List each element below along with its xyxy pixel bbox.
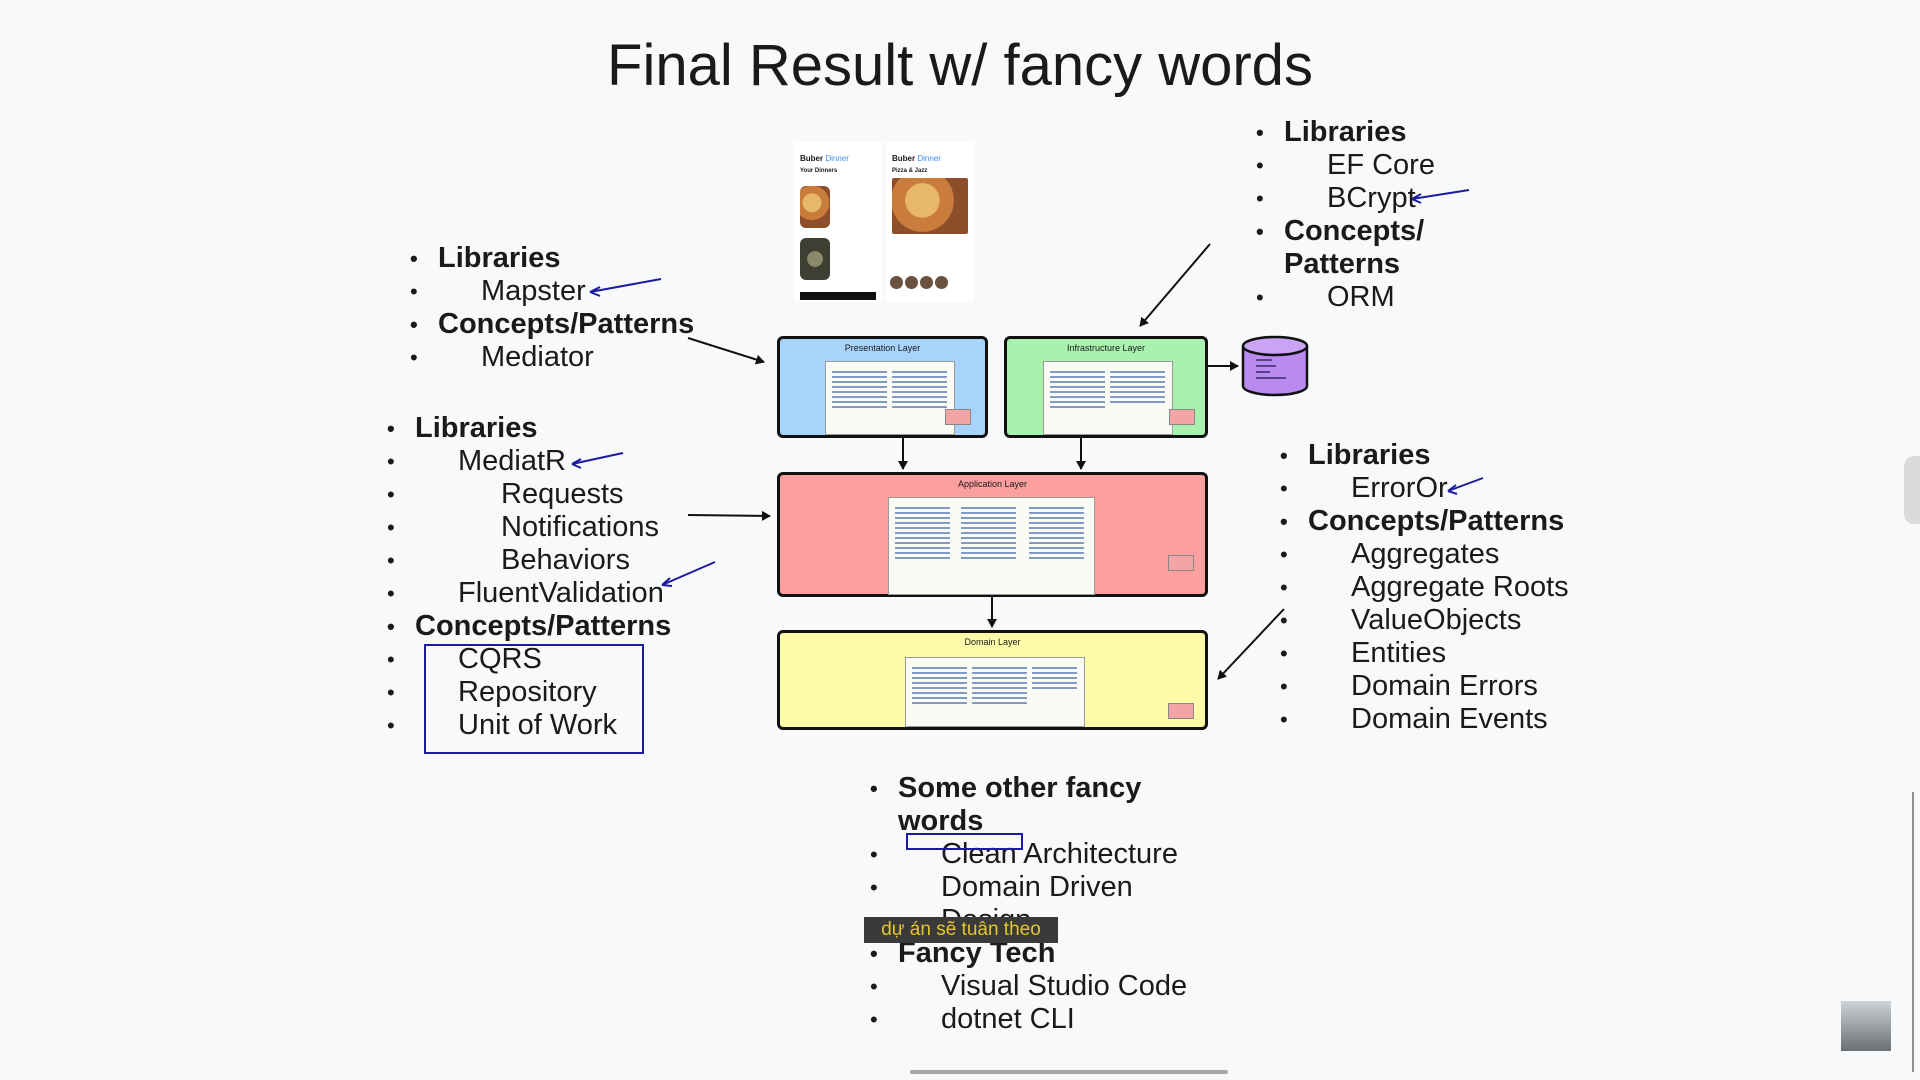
phone-app-name: Buber Dinner — [800, 154, 849, 163]
mini-badge — [1169, 409, 1195, 425]
app-mediatr-subitem: Behaviors — [387, 544, 671, 577]
pencil-arrow — [1411, 189, 1470, 204]
app-concept-item: Repository — [387, 676, 671, 709]
code-panel — [1043, 361, 1173, 435]
app-mediatr-subitem: Notifications — [387, 511, 671, 544]
fancy-tech-item: Visual Studio Code — [870, 970, 1187, 1003]
infrastructure-layer-title: Infrastructure Layer — [1066, 343, 1146, 353]
infra-notes-arrow — [1139, 243, 1211, 327]
infrastructure-notes: Libraries EF Core BCrypt Concepts/ Patte… — [1256, 116, 1435, 314]
app-mediatr-subitem: Requests — [387, 478, 671, 511]
fancy-word-item: Clean Architecture — [870, 838, 1187, 871]
domain-concept-item: ValueObjects — [1280, 604, 1569, 637]
mini-badge — [1168, 555, 1194, 571]
scrollbar[interactable] — [910, 1070, 1228, 1074]
infra-libraries-heading: Libraries — [1256, 116, 1435, 149]
pencil-box — [906, 833, 1023, 850]
infrastructure-layer: Infrastructure Layer — [1004, 336, 1208, 438]
mini-badge — [1168, 703, 1194, 719]
avatar — [935, 276, 948, 289]
phone-heading: Your Dinners — [800, 168, 838, 174]
code-panel — [905, 657, 1085, 727]
app-concept-item: Unit of Work — [387, 709, 671, 742]
avatar — [890, 276, 903, 289]
application-notes: Libraries MediatR Requests Notifications… — [387, 412, 671, 742]
fancy-tech-item: dotnet CLI — [870, 1003, 1187, 1036]
side-panel-handle[interactable] — [1904, 456, 1920, 524]
pencil-arrow — [1447, 477, 1484, 495]
pizza-image — [892, 178, 968, 234]
pres-notes-arrow — [687, 337, 765, 365]
pencil-arrow — [661, 561, 716, 587]
phone-action-bar — [800, 292, 876, 300]
code-panel — [888, 497, 1095, 595]
app-mediatr-item: MediatR — [387, 445, 671, 478]
domain-layer: Domain Layer — [777, 630, 1208, 730]
avatar — [920, 276, 933, 289]
code-panel — [825, 361, 955, 435]
domain-libraries-heading: Libraries — [1280, 439, 1569, 472]
dish-image — [800, 238, 830, 280]
app-notes-arrow — [687, 510, 771, 521]
domain-layer-title: Domain Layer — [964, 637, 1021, 647]
presentation-notes: Libraries Mapster Concepts/Patterns Medi… — [410, 242, 694, 374]
presenter-thumbnail — [1841, 1001, 1891, 1051]
infra-library-item: BCrypt — [1256, 182, 1435, 215]
video-subtitle: dự án sẽ tuân theo — [864, 917, 1058, 943]
domain-notes-arrow — [1217, 608, 1285, 680]
infra-concepts-heading: Concepts/ Patterns — [1256, 215, 1435, 281]
phone-app-name: Buber Dinner — [892, 154, 941, 163]
domain-concept-item: Entities — [1280, 637, 1569, 670]
domain-concept-item: Aggregate Roots — [1280, 571, 1569, 604]
pres-library-item: Mapster — [410, 275, 694, 308]
app-fluentvalidation-item: FluentValidation — [387, 577, 671, 610]
pencil-box — [424, 644, 644, 754]
pencil-arrow — [589, 278, 662, 297]
slide-title: Final Result w/ fancy words — [607, 33, 1313, 98]
infra-library-item: EF Core — [1256, 149, 1435, 182]
application-layer: Application Layer — [777, 472, 1208, 597]
avatar — [905, 276, 918, 289]
fancy-words-heading: Some other fancy words — [870, 772, 1187, 838]
pres-libraries-heading: Libraries — [410, 242, 694, 275]
phone-screen-dinners: Buber Dinner Your Dinners — [794, 142, 882, 302]
divider — [1912, 792, 1914, 1072]
mini-badge — [945, 409, 971, 425]
pencil-arrow — [571, 452, 624, 469]
phone-heading: Pizza & Jazz — [892, 168, 928, 174]
phone-screen-detail: Buber Dinner Pizza & Jazz — [886, 142, 974, 302]
arrows — [687, 243, 1285, 680]
pres-concept-item: Mediator — [410, 341, 694, 374]
pizza-image — [800, 186, 830, 228]
domain-notes: Libraries ErrorOr Concepts/Patterns Aggr… — [1280, 439, 1569, 736]
domain-library-item: ErrorOr — [1280, 472, 1569, 505]
domain-concept-item: Domain Errors — [1280, 670, 1569, 703]
presentation-layer: Presentation Layer — [777, 336, 988, 438]
infra-concept-item: ORM — [1256, 281, 1435, 314]
app-concept-item: CQRS — [387, 643, 671, 676]
app-concepts-heading: Concepts/Patterns — [387, 610, 671, 643]
pres-concepts-heading: Concepts/Patterns — [410, 308, 694, 341]
app-libraries-heading: Libraries — [387, 412, 671, 445]
domain-concept-item: Domain Events — [1280, 703, 1569, 736]
application-layer-title: Application Layer — [957, 479, 1028, 489]
domain-concept-item: Aggregates — [1280, 538, 1569, 571]
database-icon — [1241, 335, 1309, 397]
pencil-annotations — [424, 189, 1484, 850]
domain-concepts-heading: Concepts/Patterns — [1280, 505, 1569, 538]
presentation-layer-title: Presentation Layer — [844, 343, 921, 353]
